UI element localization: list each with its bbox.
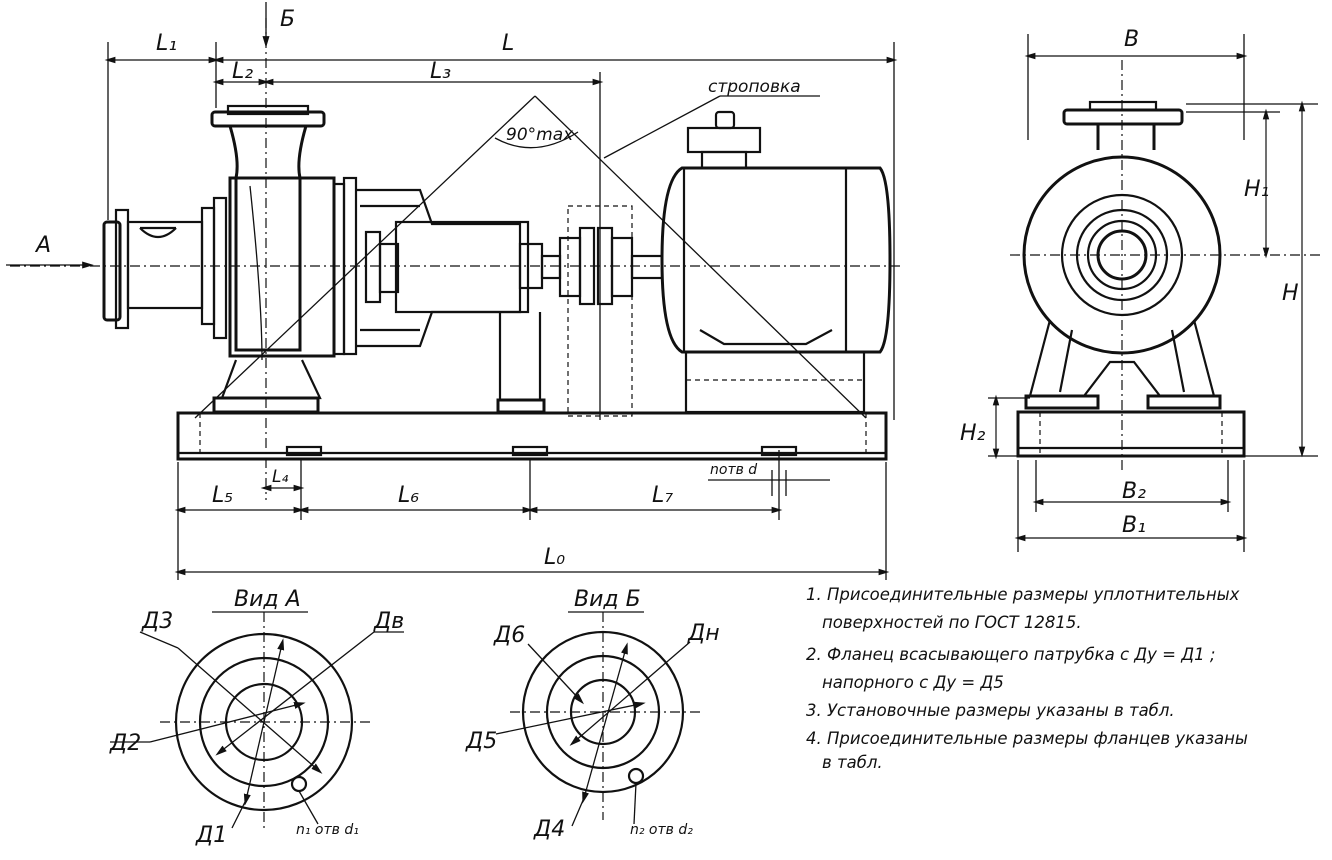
- sling-lines: [194, 95, 867, 419]
- dim-label-l7: L₇: [652, 483, 673, 508]
- dim-label-l3: L₃: [430, 59, 451, 84]
- base-frame: [176, 411, 888, 461]
- pump-casing: [210, 104, 358, 414]
- bottom-dimensions: [174, 450, 890, 580]
- flange-a-d1: Д1: [195, 823, 227, 848]
- dim-label-b1: B₁: [1122, 513, 1146, 538]
- dim-label-h: H: [1282, 281, 1299, 306]
- view-b-flange: Вид Б Д6 Дн Д5 Д4 n₂ отв d₂: [465, 587, 720, 842]
- dim-label-l1: L₁: [156, 31, 177, 56]
- flange-b-holes: n₂ отв d₂: [630, 822, 693, 838]
- dim-label-l: L: [502, 31, 514, 56]
- top-dimensions: [104, 42, 898, 420]
- direction-label-a: А: [34, 233, 51, 258]
- note-line-5: 3. Установочные размеры указаны в табл.: [806, 701, 1175, 720]
- dim-label-h1: H₁: [1244, 177, 1269, 202]
- view-a-flange: Вид А Д3 Дв Д2 Д1 n₁ отв d₁: [109, 587, 404, 848]
- dim-label-l6: L₆: [398, 483, 419, 508]
- suction-nozzle: [102, 196, 228, 340]
- dim-label-l0: L₀: [544, 545, 565, 570]
- flange-b-d6: Д6: [493, 623, 525, 648]
- dim-label-b2: B₂: [1122, 479, 1146, 504]
- electric-motor: [660, 110, 892, 414]
- sling-label: строповка: [708, 77, 801, 97]
- flange-b-d4: Д4: [533, 817, 565, 842]
- flange-b-d5: Д5: [465, 729, 497, 754]
- flange-a-d2: Д2: [109, 731, 141, 756]
- note-line-4: напорного с Ду = Д5: [822, 673, 1004, 692]
- front-view: L₁ L L₂ L₃ 90°max строповка А Б L₄ L₅ L₆…: [6, 2, 900, 580]
- dim-label-h2: H₂: [960, 421, 986, 446]
- side-view: B H₁ H H₂ B₂ B₁: [960, 27, 1320, 552]
- direction-label-b: Б: [280, 7, 295, 32]
- note-line-1: 1. Присоединительные размеры уплотнитель…: [806, 585, 1240, 604]
- notes: 1. Присоединительные размеры уплотнитель…: [806, 585, 1248, 772]
- flange-a-dv: Дв: [373, 609, 404, 634]
- dim-label-n-hole: nотв d: [710, 462, 757, 478]
- dim-label-l5: L₅: [212, 483, 233, 508]
- bearing-bracket: [356, 188, 546, 414]
- coupling: [540, 205, 664, 417]
- view-b-title: Вид Б: [574, 587, 641, 612]
- note-line-3: 2. Фланец всасывающего патрубка с Ду = Д…: [806, 645, 1215, 664]
- flange-a-d3: Д3: [141, 609, 173, 634]
- note-line-6: 4. Присоединительные размеры фланцев ука…: [806, 729, 1248, 748]
- dim-label-l2: L₂: [232, 59, 253, 84]
- flange-a-holes: n₁ отв d₁: [296, 822, 359, 838]
- note-line-2: поверхностей по ГОСТ 12815.: [822, 613, 1082, 632]
- note-line-7: в табл.: [822, 753, 883, 772]
- view-a-title: Вид А: [234, 587, 301, 612]
- dim-label-b: B: [1124, 27, 1139, 52]
- flange-b-dn: Дн: [687, 621, 720, 646]
- dim-label-l4: L₄: [272, 467, 288, 487]
- angle-label: 90°max: [506, 125, 574, 145]
